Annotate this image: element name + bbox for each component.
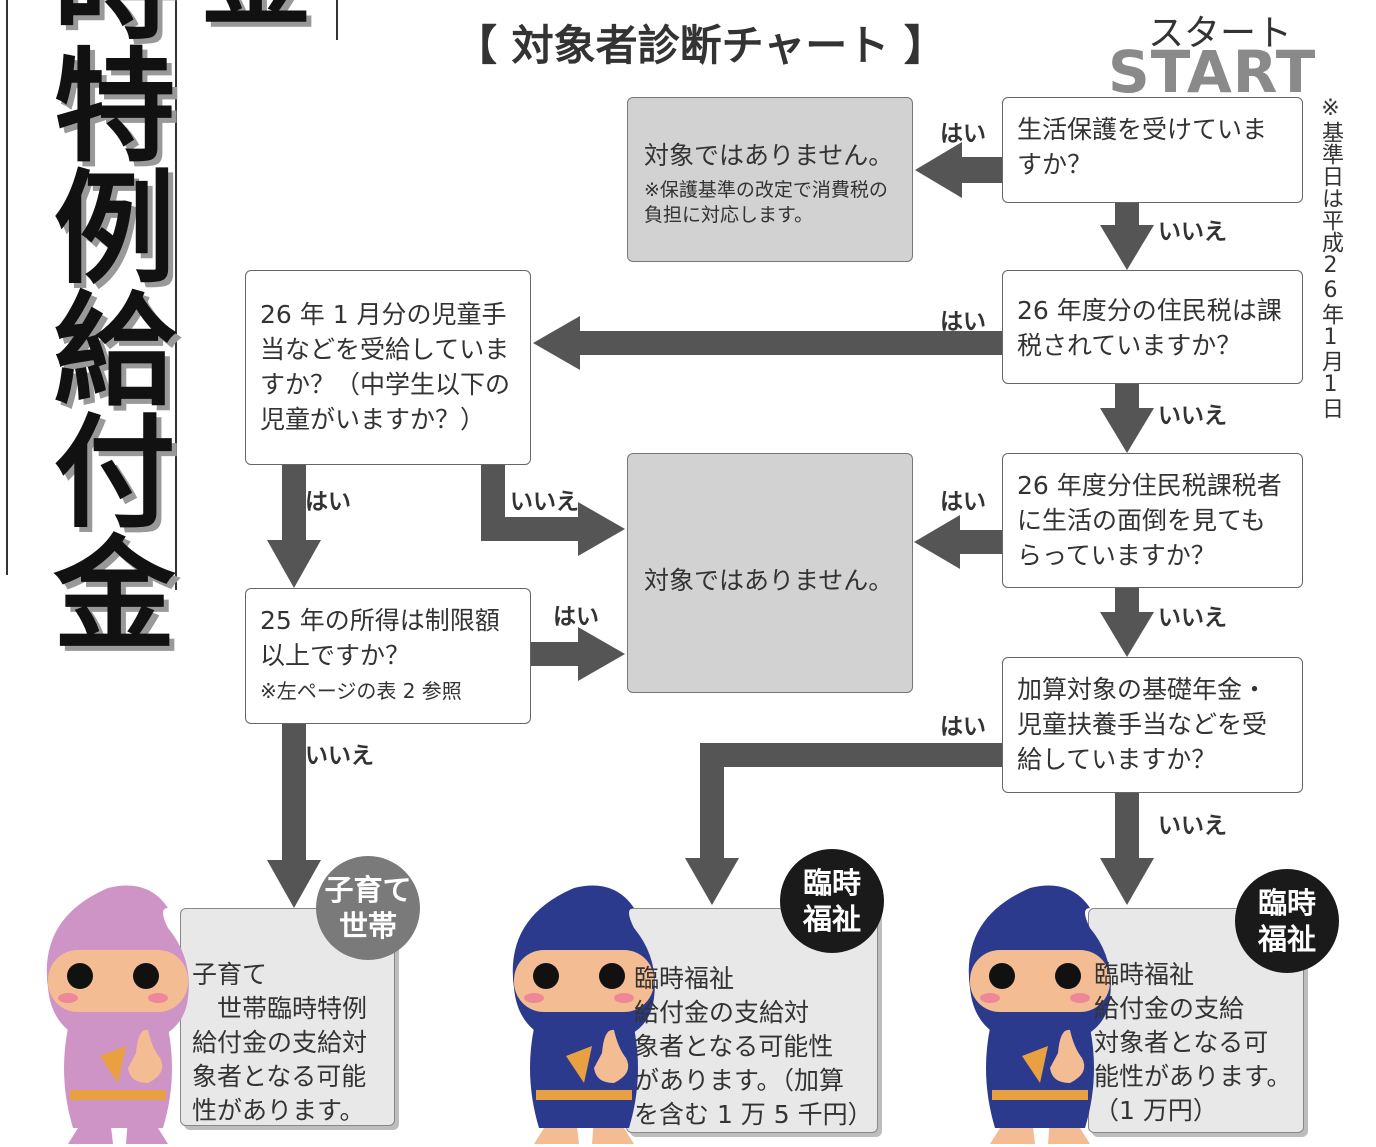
arrowhead-q1-no xyxy=(1100,225,1154,270)
not-eligible-box-top: 対象ではありません。 ※保護基準の改定で消費税の負担に対応します。 xyxy=(627,97,913,262)
ninja-blue-icon xyxy=(968,885,1111,1144)
label-q2-yes: はい xyxy=(940,309,986,335)
question-box-5: 26 年 1 月分の児童手当などを受給していますか？（中学生以下の児童がいますか… xyxy=(245,270,531,465)
start-label: START xyxy=(1108,38,1317,106)
result-text-3: 臨時福祉 給付金の支給 対象者となる可 能性があります。 （1 万円） xyxy=(1094,960,1292,1125)
arrow-q6-no xyxy=(282,724,306,864)
start-kana: スタート xyxy=(1148,13,1293,54)
arrow-q2-no xyxy=(1115,384,1139,412)
label-q3-yes: はい xyxy=(940,489,986,515)
label-q5-yes: はい xyxy=(305,489,351,515)
label-q3-no: いいえ xyxy=(1158,605,1227,631)
arrow-q1-yes xyxy=(960,157,1002,183)
chart-title: 【 対象者診断チャート 】 xyxy=(455,21,946,70)
result-text-1: 子育て 世帯臨時特例 給付金の支給対 象者となる可能 性があります。 xyxy=(192,960,368,1125)
question-box-6: 25 年の所得は制限額以上ですか？ ※左ページの表 2 参照 xyxy=(245,588,531,724)
not-eligible-top-text: 対象ではありません。 xyxy=(644,141,894,170)
label-q4-yes: はい xyxy=(940,714,986,740)
label-q6-no: いいえ xyxy=(305,743,374,769)
question-text-2: 26 年度分の住民税は課税されていますか？ xyxy=(1017,296,1282,360)
vertical-title-partial: 金 xyxy=(200,0,312,32)
label-q2-no: いいえ xyxy=(1158,403,1227,429)
side-note: ※基準日は平成26年1月1日 xyxy=(1318,96,1343,419)
arrow-q5-yes xyxy=(282,465,306,545)
badge-temporary-welfare-2: 臨時 福祉 xyxy=(1235,869,1339,973)
arrowhead-q3-yes xyxy=(914,515,960,569)
ninja-blue-icon xyxy=(512,885,655,1144)
title-divider-top xyxy=(336,0,338,40)
question-text-1: 生活保護を受けていますか？ xyxy=(1017,115,1268,179)
arrow-q5-no-h xyxy=(481,517,581,541)
arrowhead-q4-yes xyxy=(685,858,739,905)
question-text-6: 25 年の所得は制限額以上ですか？ xyxy=(260,606,500,670)
badge-temporary-welfare-1: 臨時 福祉 xyxy=(780,849,884,953)
title-divider-left xyxy=(6,0,8,575)
label-q4-no: いいえ xyxy=(1158,813,1227,839)
arrow-q4-yes-h xyxy=(700,743,1002,767)
arrow-q3-yes xyxy=(957,530,1002,554)
question-box-2: 26 年度分の住民税は課税されていますか？ xyxy=(1002,270,1303,384)
label-q1-no: いいえ xyxy=(1158,219,1227,245)
vertical-title: 時特例給付金 xyxy=(33,0,175,652)
label-q1-yes: はい xyxy=(940,121,986,147)
not-eligible-box-center: 対象ではありません。 xyxy=(627,453,913,693)
question-text-5: 26 年 1 月分の児童手当などを受給していますか？（中学生以下の児童がいますか… xyxy=(260,300,511,434)
arrowhead-q2-no xyxy=(1100,408,1154,453)
not-eligible-top-note: ※保護基準の改定で消費税の負担に対応します。 xyxy=(644,179,888,226)
question-text-4: 加算対象の基礎年金・児童扶養手当などを受給していますか？ xyxy=(1017,675,1268,774)
arrow-q6-yes xyxy=(531,642,581,666)
arrowhead-q5-yes xyxy=(267,540,321,588)
arrow-q3-no xyxy=(1115,588,1139,614)
label-q6-yes: はい xyxy=(553,604,599,630)
not-eligible-center-text: 対象ではありません。 xyxy=(644,566,894,595)
title-divider-right xyxy=(175,0,177,590)
question-box-1: 生活保護を受けていますか？ xyxy=(1002,97,1303,203)
arrowhead-q2-yes xyxy=(533,316,580,370)
label-q5-no: いいえ xyxy=(510,489,579,515)
ninja-pink-icon xyxy=(46,885,189,1144)
arrow-q4-yes-v xyxy=(700,743,724,863)
question-box-4: 加算対象の基礎年金・児童扶養手当などを受給していますか？ xyxy=(1002,657,1303,793)
arrowhead-q4-no xyxy=(1100,858,1154,905)
arrowhead-q3-no xyxy=(1100,612,1154,657)
question-box-3: 26 年度分住民税課税者に生活の面倒を見てもらっていますか？ xyxy=(1002,453,1303,588)
arrow-q1-no xyxy=(1115,203,1139,227)
badge-child-rearing: 子育て 世帯 xyxy=(316,856,420,960)
arrow-q2-yes xyxy=(577,331,1002,355)
arrowhead-q1-yes xyxy=(915,142,962,198)
arrowhead-q6-yes xyxy=(578,627,625,681)
result-text-2: 臨時福祉 給付金の支給対 象者となる可能性 があります。（加算 を含む 1 万 … xyxy=(634,964,873,1129)
arrow-q4-no xyxy=(1115,793,1139,861)
question-note-6: ※左ページの表 2 参照 xyxy=(260,679,462,703)
arrowhead-q5-no xyxy=(578,502,625,556)
arrowhead-q6-no xyxy=(267,860,321,908)
question-text-3: 26 年度分住民税課税者に生活の面倒を見てもらっていますか？ xyxy=(1017,471,1282,570)
